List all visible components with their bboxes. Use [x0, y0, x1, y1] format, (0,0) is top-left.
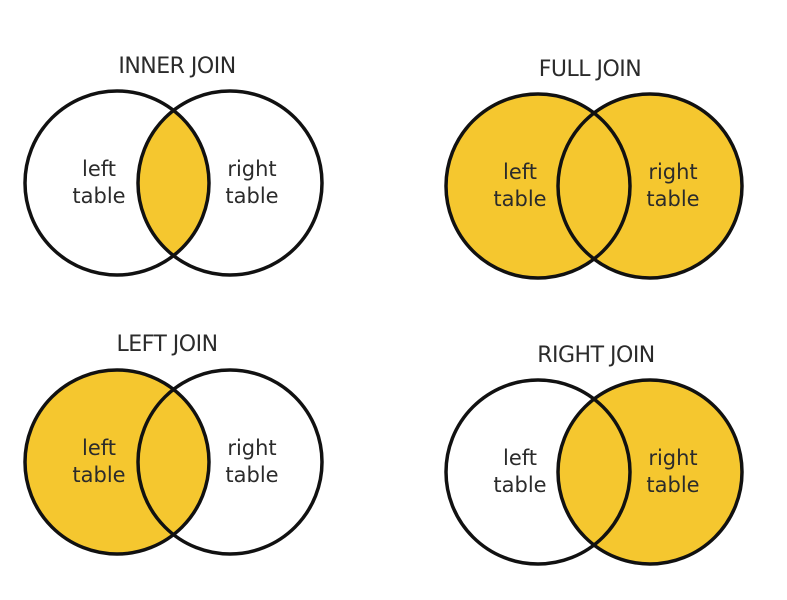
inner-join-left-label-2: table	[72, 184, 125, 208]
inner-join-left-label-1: left	[82, 157, 116, 181]
right-join-diagram: RIGHT JOIN left table right table	[444, 343, 744, 566]
inner-join-right-circle	[136, 89, 324, 277]
left-join-right-circle	[136, 368, 324, 556]
left-join-right-label-1: right	[227, 436, 276, 460]
right-join-left-label-2: table	[493, 473, 546, 497]
inner-join-diagram: INNER JOIN left table right table	[23, 54, 324, 277]
inner-join-title: INNER JOIN	[118, 54, 235, 79]
left-join-title: LEFT JOIN	[116, 332, 217, 357]
left-join-left-label-1: left	[82, 436, 116, 460]
full-join-title: FULL JOIN	[539, 57, 642, 82]
full-join-diagram: FULL JOIN left table right table	[444, 57, 744, 280]
right-join-left-label-1: left	[503, 446, 537, 470]
left-join-left-label-2: table	[72, 463, 125, 487]
right-join-left-circle	[444, 378, 632, 566]
inner-join-right-label-2: table	[225, 184, 278, 208]
right-join-right-label-2: table	[646, 473, 699, 497]
full-join-right-circle	[556, 92, 744, 280]
right-join-right-circle	[556, 378, 744, 566]
left-join-diagram: LEFT JOIN left table right table	[23, 332, 324, 556]
full-join-left-circle	[444, 92, 632, 280]
full-join-left-label-2: table	[493, 187, 546, 211]
right-join-title: RIGHT JOIN	[537, 343, 655, 368]
full-join-right-label-1: right	[648, 160, 697, 184]
left-join-left-fill	[25, 370, 209, 554]
right-join-right-label-1: right	[648, 446, 697, 470]
right-join-right-fill	[558, 380, 742, 564]
left-join-right-label-2: table	[225, 463, 278, 487]
inner-join-intersection	[138, 91, 209, 275]
full-join-right-fill	[558, 94, 742, 278]
inner-join-right-label-1: right	[227, 157, 276, 181]
left-join-left-circle	[23, 368, 211, 556]
full-join-right-label-2: table	[646, 187, 699, 211]
inner-join-left-circle	[23, 89, 211, 277]
full-join-left-label-1: left	[503, 160, 537, 184]
